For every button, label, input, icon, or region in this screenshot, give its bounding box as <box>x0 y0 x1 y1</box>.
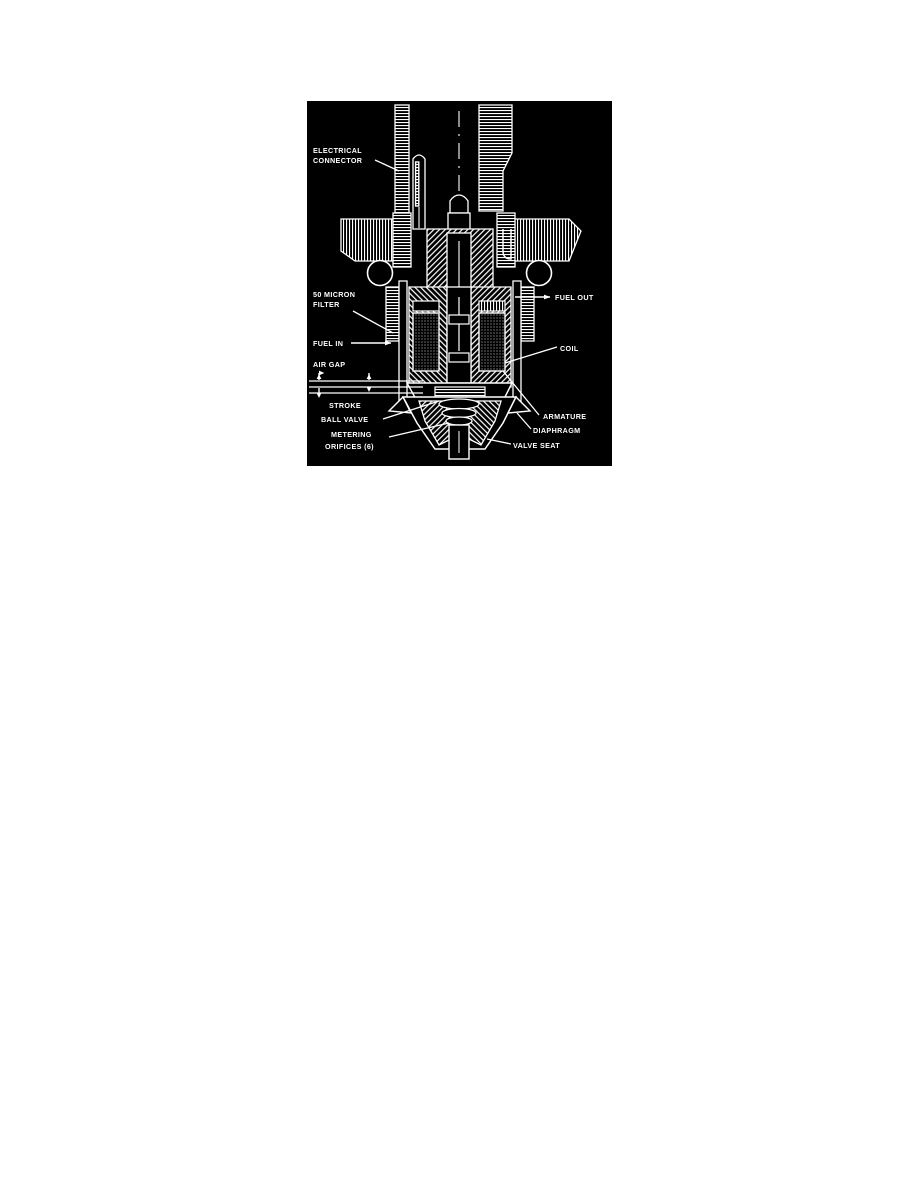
leader-metering-orifices <box>388 422 450 438</box>
injector-body-group <box>309 104 582 460</box>
label-stroke: STROKE <box>329 401 361 410</box>
label-metering-line2: ORIFICES (6) <box>325 442 374 451</box>
coil-winding-right <box>478 312 506 372</box>
leader-ball-valve <box>382 400 440 420</box>
fuel-passage-right <box>502 229 512 260</box>
leader-valve-seat <box>486 438 512 445</box>
connector-shell-left <box>394 104 410 228</box>
label-metering-line1: METERING <box>331 430 372 439</box>
label-ball-valve: BALL VALVE <box>321 415 368 424</box>
coil-bobbin-tops <box>412 300 506 312</box>
gap-reference-lines <box>309 380 423 394</box>
figure-labels: ELECTRICAL CONNECTOR 50 MICRON FILTER FU… <box>313 146 594 451</box>
label-armature: ARMATURE <box>543 412 586 421</box>
leader-electrical-connector <box>374 159 400 172</box>
label-air-gap: AIR GAP <box>313 360 345 369</box>
label-coil: COIL <box>560 344 579 353</box>
label-fuel-in: FUEL IN <box>313 339 343 348</box>
air-gap-dimension-arrows <box>316 370 372 398</box>
fuel-injector-drawing: ELECTRICAL CONNECTOR 50 MICRON FILTER FU… <box>307 101 612 466</box>
o-ring-right <box>525 259 553 287</box>
label-valve-seat: VALVE SEAT <box>513 441 560 450</box>
label-filter-line1: 50 MICRON <box>313 290 355 299</box>
label-filter-line2: FILTER <box>313 300 340 309</box>
nozzle-cone <box>387 395 532 460</box>
connector-shell-right <box>478 104 513 212</box>
terminal-pin <box>412 154 426 230</box>
leader-diaphragm <box>516 412 532 430</box>
filter-section <box>385 280 535 402</box>
fuel-injector-figure: ELECTRICAL CONNECTOR 50 MICRON FILTER FU… <box>307 101 612 466</box>
leader-coil <box>504 346 558 364</box>
leader-filter <box>352 310 394 334</box>
coil-winding-left <box>412 312 440 372</box>
label-electrical-connector-line1: ELECTRICAL <box>313 146 362 155</box>
leader-armature <box>502 370 540 416</box>
o-ring-left <box>366 259 394 287</box>
label-diaphragm: DIAPHRAGM <box>533 426 580 435</box>
label-electrical-connector-line2: CONNECTOR <box>313 156 363 165</box>
label-fuel-out: FUEL OUT <box>555 293 594 302</box>
